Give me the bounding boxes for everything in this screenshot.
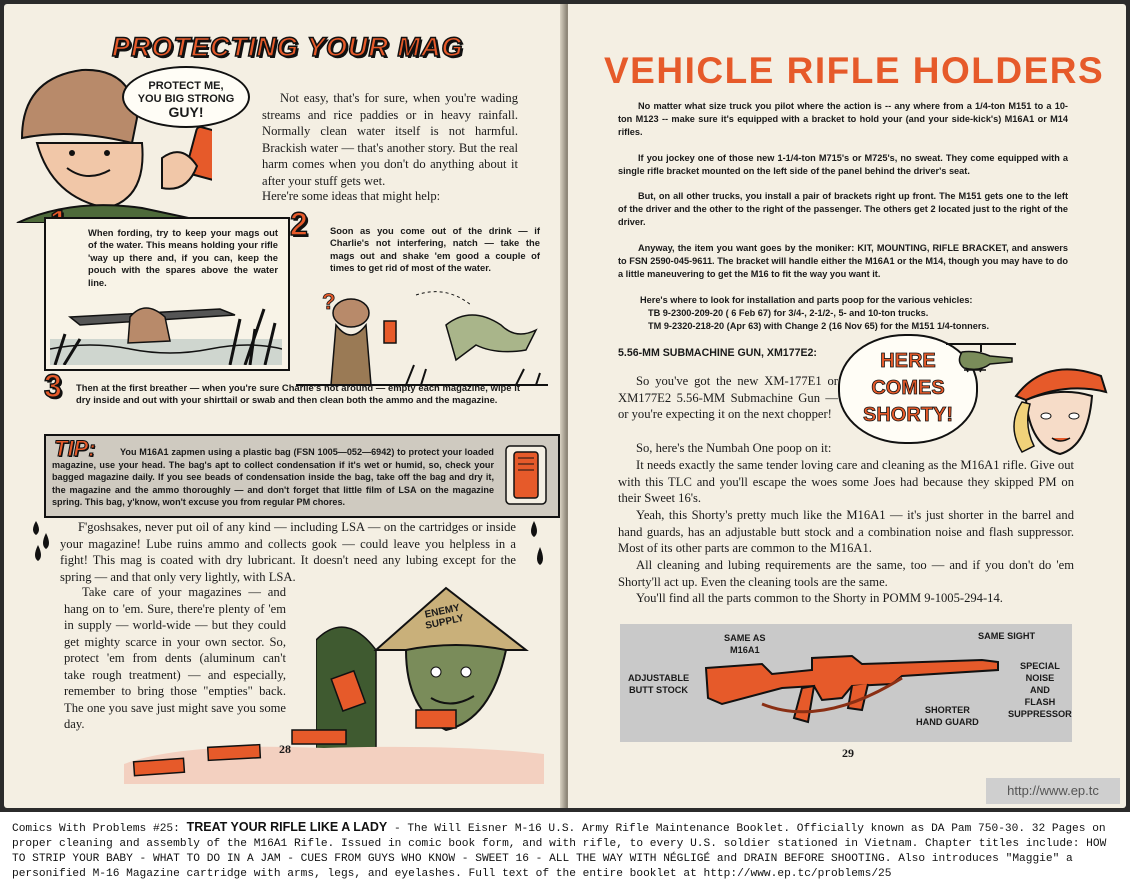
bubble-line: YOU BIG STRONG xyxy=(137,93,235,105)
bubble-line: GUY! xyxy=(168,104,204,120)
bubble-line: SHORTY! xyxy=(863,404,954,427)
magazine-in-bag-icon xyxy=(505,445,547,505)
label-line: SAME AS xyxy=(724,633,766,643)
vehicle-paragraph-2: If you jockey one of those new 1-1/4-ton… xyxy=(618,153,1068,176)
submachine-gun-heading: 5.56-MM SUBMACHINE GUN, XM177E2: xyxy=(618,347,817,359)
right-page: VEHICLE RIFLE HOLDERS No matter what siz… xyxy=(568,4,1126,808)
label-line: SPECIAL xyxy=(1020,661,1060,671)
xm177-rifle-illustration xyxy=(704,654,999,724)
refs-intro: Here's where to look for installation an… xyxy=(640,295,973,305)
label-same-sight: SAME SIGHT xyxy=(978,631,1036,641)
bubble-line: HERE xyxy=(880,350,936,373)
label-hand-guard: SHORTER HAND GUARD xyxy=(916,704,979,728)
intro-paragraph: Not easy, that's for sure, when you're w… xyxy=(262,91,518,188)
speech-bubble-shorty: HERE COMES SHORTY! xyxy=(838,334,978,444)
woman-illustration xyxy=(1013,368,1108,456)
caption-prefix: Comics With Problems #25: xyxy=(12,823,187,835)
shorty-paragraph-6: You'll find all the parts common to the … xyxy=(636,591,1003,605)
step-1-panel: When fording, try to keep your mags out … xyxy=(44,217,290,371)
shorty-paragraph-4: Yeah, this Shorty's pretty much like the… xyxy=(618,508,1074,555)
vehicle-paragraph-3: But, on all other trucks, you install a … xyxy=(618,191,1068,227)
label-line: ADJUSTABLE xyxy=(628,673,690,683)
rifle-diagram: SAME AS M16A1 SAME SIGHT ADJUSTABLE BUTT… xyxy=(620,624,1072,742)
shaking-mag-illustration xyxy=(296,291,548,386)
right-page-title: VEHICLE RIFLE HOLDERS xyxy=(604,50,1105,91)
caption: Comics With Problems #25: TREAT YOUR RIF… xyxy=(12,820,1118,882)
oil-drops-right-icon xyxy=(531,521,543,565)
helicopter-icon xyxy=(946,343,1016,373)
page-number-29: 29 xyxy=(842,746,854,760)
label-line: SUPPRESSOR xyxy=(1008,709,1072,719)
ref-item: TM 9-2320-218-20 (Apr 63) with Change 2 … xyxy=(648,321,990,331)
tip-label: TIP: xyxy=(54,436,97,462)
caption-title: TREAT YOUR RIFLE LIKE A LADY xyxy=(186,820,388,834)
booklet-spread: PROTECTING YOUR MAG PROTECT ME, YOU BIG … xyxy=(0,0,1130,812)
page-number-28: 28 xyxy=(279,742,291,756)
oil-warning-paragraph: F'goshsakes, never put oil of any kind —… xyxy=(60,520,516,584)
label-butt-stock: ADJUSTABLE BUTT STOCK xyxy=(628,672,689,696)
step-number-3: 3 xyxy=(43,367,62,404)
label-line: SHORTER xyxy=(924,705,970,715)
label-line: M16A1 xyxy=(729,645,760,655)
question-mark: ? xyxy=(322,289,336,315)
enemy-supply-illustration xyxy=(316,586,529,750)
caption-text: - The Will Eisner M-16 U.S. Army Rifle M… xyxy=(12,823,1107,880)
shorty-paragraph-3: It needs exactly the same tender loving … xyxy=(618,458,1074,505)
label-line: HAND GUARD xyxy=(916,717,979,727)
label-line: AND xyxy=(1029,685,1050,695)
tip-box: TIP: You M16A1 zapmen using a plastic ba… xyxy=(44,434,560,518)
bubble-line: PROTECT ME, xyxy=(148,80,224,92)
step-number-2: 2 xyxy=(289,205,308,242)
step-2-text: Soon as you come out of the drink — if C… xyxy=(330,225,540,274)
floor-with-magazines xyxy=(124,729,544,784)
tip-text: You M16A1 zapmen using a plastic bag (FS… xyxy=(52,447,494,508)
ref-item: TB 9-2300-209-20 ( 6 Feb 67) for 3/4-, 2… xyxy=(648,308,929,318)
left-page: PROTECTING YOUR MAG PROTECT ME, YOU BIG … xyxy=(4,4,566,808)
speech-bubble-protect: PROTECT ME, YOU BIG STRONG GUY! xyxy=(122,66,250,128)
step-1-text: When fording, try to keep your mags out … xyxy=(88,227,278,288)
watermark-url: http://www.ep.tc xyxy=(986,778,1120,804)
label-same-as: SAME AS M16A1 xyxy=(724,632,766,656)
bubble-line: COMES xyxy=(871,377,945,400)
vehicle-paragraph-1: No matter what size truck you pilot wher… xyxy=(618,101,1068,137)
left-page-title: PROTECTING YOUR MAG xyxy=(111,31,464,63)
care-paragraph: Take care of your magazines — and hang o… xyxy=(64,585,286,731)
label-suppressor: SPECIAL NOISE AND FLASH SUPPRESSOR xyxy=(1008,660,1072,720)
shorty-paragraph-1: So you've got the new XM-177E1 or XM177E… xyxy=(618,374,838,421)
label-line: FLASH xyxy=(1024,697,1056,707)
shorty-paragraph-5: All cleaning and lubing requirements are… xyxy=(618,558,1074,589)
shorty-paragraph-2: So, here's the Numbah One poop on it: xyxy=(636,441,832,455)
intro-lead-in: Here're some ideas that might help: xyxy=(262,189,441,203)
step-2-panel: Soon as you come out of the drink — if C… xyxy=(296,217,548,387)
oil-drops-left-icon xyxy=(33,521,49,561)
vehicle-paragraph-4: Anyway, the item you want goes by the mo… xyxy=(618,243,1068,279)
label-line: NOISE xyxy=(1025,673,1055,683)
fording-illustration xyxy=(50,307,282,365)
label-line: BUTT STOCK xyxy=(629,685,689,695)
reference-list: Here's where to look for installation an… xyxy=(628,294,1068,333)
step-3-text: Then at the first breather — when you're… xyxy=(76,382,520,406)
